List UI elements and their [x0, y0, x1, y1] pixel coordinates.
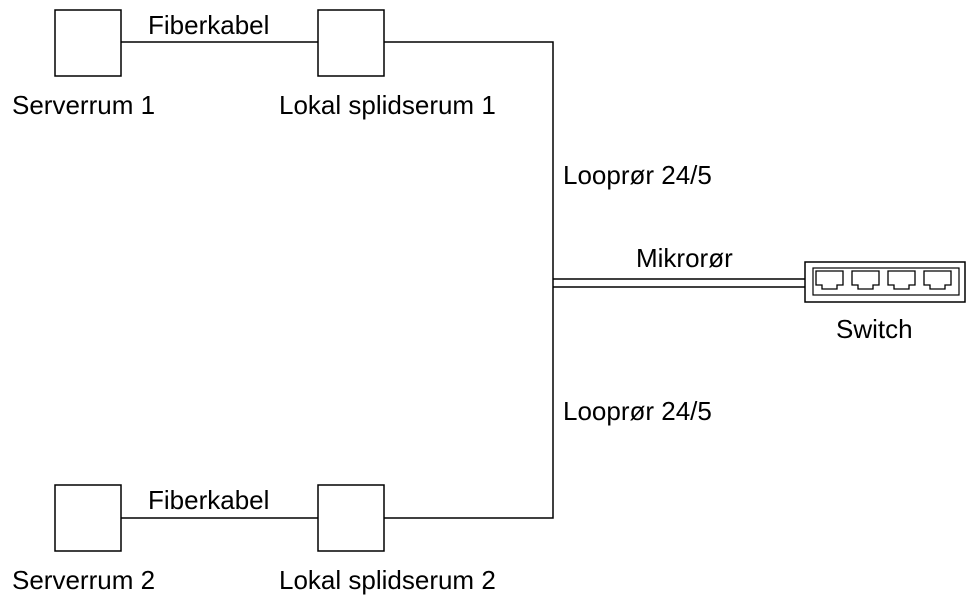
switch-port-icon [887, 270, 916, 290]
splice-room-1-label: Lokal splidserum 1 [279, 90, 496, 120]
loop-tube-top-line [384, 41, 554, 284]
switch-icon [804, 261, 966, 303]
micro-tube-label: Mikrorør [636, 243, 733, 273]
splice-room-2-label: Lokal splidserum 2 [279, 565, 496, 595]
server-room-1-box [54, 9, 122, 77]
server-room-2-box [54, 484, 122, 552]
switch-port-icon [851, 270, 880, 290]
server-room-2-label: Serverrum 2 [12, 565, 156, 595]
splice-room-1-box [317, 9, 385, 77]
loop-tube-top-label: Looprør 24/5 [563, 160, 712, 190]
loop-tube-bottom-label: Looprør 24/5 [563, 396, 712, 426]
switch-port-icon [815, 270, 844, 290]
loop-tube-bottom-line [384, 284, 554, 519]
switch-label: Switch [836, 314, 913, 344]
server-room-1-label: Serverrum 1 [12, 90, 156, 120]
fiber-cable-top-label: Fiberkabel [148, 10, 270, 40]
splice-room-2-box [317, 484, 385, 552]
switch-port-icon [923, 270, 952, 290]
fiber-cable-bottom-label: Fiberkabel [148, 485, 270, 515]
